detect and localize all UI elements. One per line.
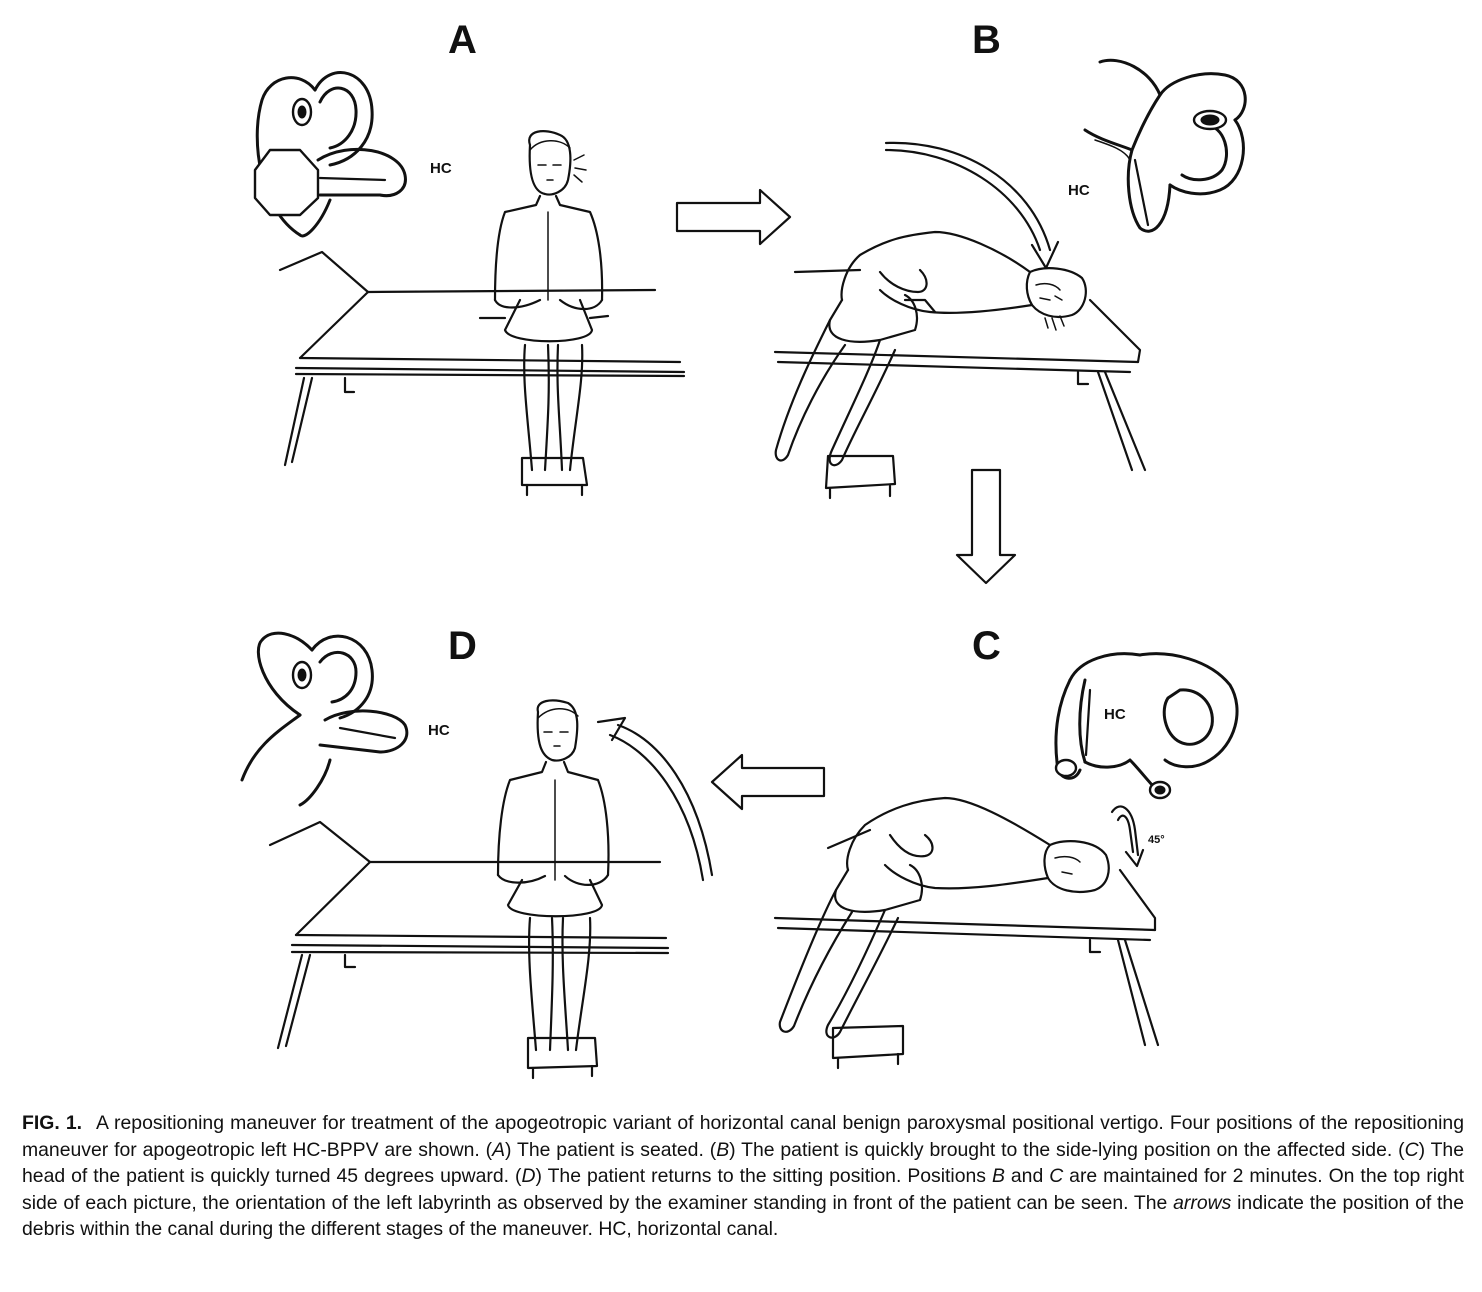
patient-seated-d: [496, 699, 610, 1052]
patient-lying-b: [774, 230, 1087, 467]
panel-b-drawing: [773, 58, 1247, 500]
caption-text-7: are maintained for 2 minutes. On the top…: [22, 1165, 1464, 1214]
figure-illustration: A B C D HC HC HC HC 45°: [240, 18, 1247, 1080]
table-b: [773, 268, 1147, 472]
patient-lying-c: [778, 796, 1110, 1039]
hc-label-d: HC: [428, 722, 450, 739]
hc-label-a: HC: [430, 160, 452, 177]
hc-label-c: HC: [1104, 706, 1126, 723]
stool-d: [526, 1036, 599, 1080]
arrow-left-icon: [710, 753, 826, 811]
caption-text-2: ) The patient is seated. (: [505, 1138, 717, 1161]
rotation-arrow-icon: [1110, 805, 1140, 857]
caption-ref-c: C: [1404, 1138, 1419, 1161]
labyrinth-c-icon: [1054, 652, 1239, 800]
table-c: [773, 828, 1160, 1047]
patient-seated-a: [478, 130, 610, 472]
caption-ref-c2: C: [1049, 1165, 1064, 1188]
figure-drawing: [240, 58, 1247, 1080]
hc-label-b: HC: [1068, 182, 1090, 199]
arrow-right-icon: [675, 188, 792, 246]
angle-label-c: 45°: [1148, 834, 1165, 846]
figure-caption: FIG. 1.A repositioning maneuver for trea…: [22, 1110, 1464, 1243]
caption-arrows-word: arrows: [1173, 1191, 1232, 1214]
table-d: [268, 820, 670, 1050]
stool-b: [824, 454, 897, 500]
labyrinth-b-icon: [1083, 58, 1247, 233]
labyrinth-d-icon: [240, 631, 409, 807]
arrow-down-icon: [955, 468, 1017, 585]
panel-letter-d: D: [448, 624, 477, 668]
caption-label: FIG. 1.: [22, 1112, 83, 1134]
caption-ref-b2: B: [991, 1165, 1005, 1188]
caption-text-8: indicate the position of the debris with…: [22, 1191, 1464, 1241]
panel-a-drawing: [253, 71, 686, 497]
caption-ref-d: D: [521, 1165, 536, 1188]
caption-ref-b: B: [716, 1138, 730, 1161]
table-a: [278, 250, 686, 467]
stool-a: [520, 456, 589, 497]
caption-text-3: ) The patient is quickly brought to the …: [729, 1138, 1405, 1161]
panel-letter-c: C: [972, 624, 1001, 668]
caption-text-6: and: [1004, 1165, 1050, 1188]
labyrinth-a-icon: [253, 71, 407, 238]
panel-letter-b: B: [972, 18, 1001, 62]
caption-text-1: A repositioning maneuver for treatment o…: [22, 1112, 1464, 1161]
caption-text-5: ) The patient returns to the sitting pos…: [535, 1165, 992, 1188]
panel-letter-a: A: [448, 18, 477, 62]
panel-c-drawing: [773, 652, 1239, 1070]
caption-ref-a: A: [492, 1138, 506, 1161]
stool-c: [831, 1024, 905, 1070]
panel-d-drawing: [240, 631, 714, 1080]
curved-arrow-d-icon: [608, 733, 705, 882]
caption-text-4: ) The head of the patient is quickly tur…: [22, 1138, 1464, 1188]
curved-arrow-b-icon: [884, 141, 1052, 252]
